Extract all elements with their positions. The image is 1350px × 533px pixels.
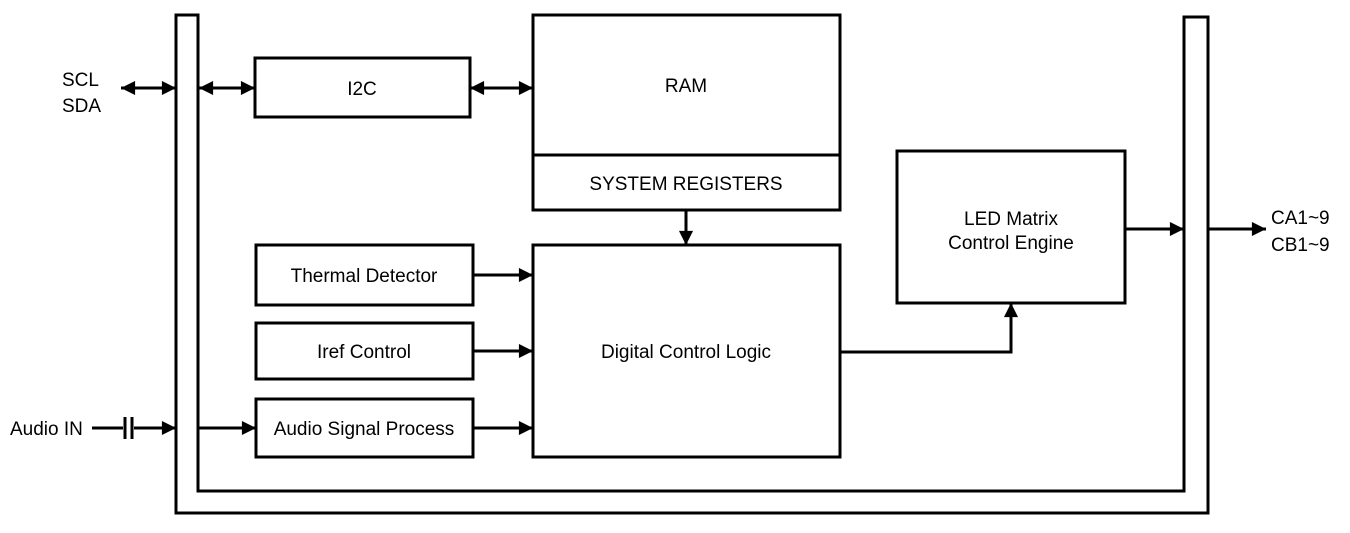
pin-label-cb: CB1~9 (1271, 235, 1330, 256)
led-matrix-control-engine-label-line1: LED Matrix (964, 209, 1058, 230)
system-registers-label: SYSTEM REGISTERS (589, 174, 782, 195)
pin-label-scl: SCL (62, 70, 99, 91)
chip-bus-rail (174, 13, 1210, 515)
i2c-block-label: I2C (347, 79, 377, 100)
digital-control-logic-label: Digital Control Logic (601, 342, 771, 363)
thermal-detector-label: Thermal Detector (291, 266, 438, 287)
i2c-block: I2C (253, 56, 472, 119)
iref-control-block: Iref Control (254, 321, 475, 381)
pin-label-audio-in: Audio IN (10, 419, 83, 440)
led-matrix-control-engine-block: LED Matrix Control Engine (895, 149, 1127, 305)
audio-signal-process-label: Audio Signal Process (274, 419, 455, 440)
thermal-detector-block: Thermal Detector (254, 243, 475, 307)
ram-block-label: RAM (665, 76, 707, 97)
iref-control-label: Iref Control (317, 342, 411, 363)
digital-control-logic-block: Digital Control Logic (531, 243, 842, 459)
audio-signal-process-block: Audio Signal Process (254, 397, 475, 459)
led-matrix-control-engine-label-line2: Control Engine (948, 233, 1074, 254)
pin-label-sda: SDA (62, 96, 101, 117)
capacitor-icon (123, 417, 134, 439)
pin-label-ca: CA1~9 (1271, 208, 1330, 229)
ram-block: RAM SYSTEM REGISTERS (531, 13, 842, 212)
arrow-digital-control-logic-to-led-matrix (840, 303, 1019, 354)
